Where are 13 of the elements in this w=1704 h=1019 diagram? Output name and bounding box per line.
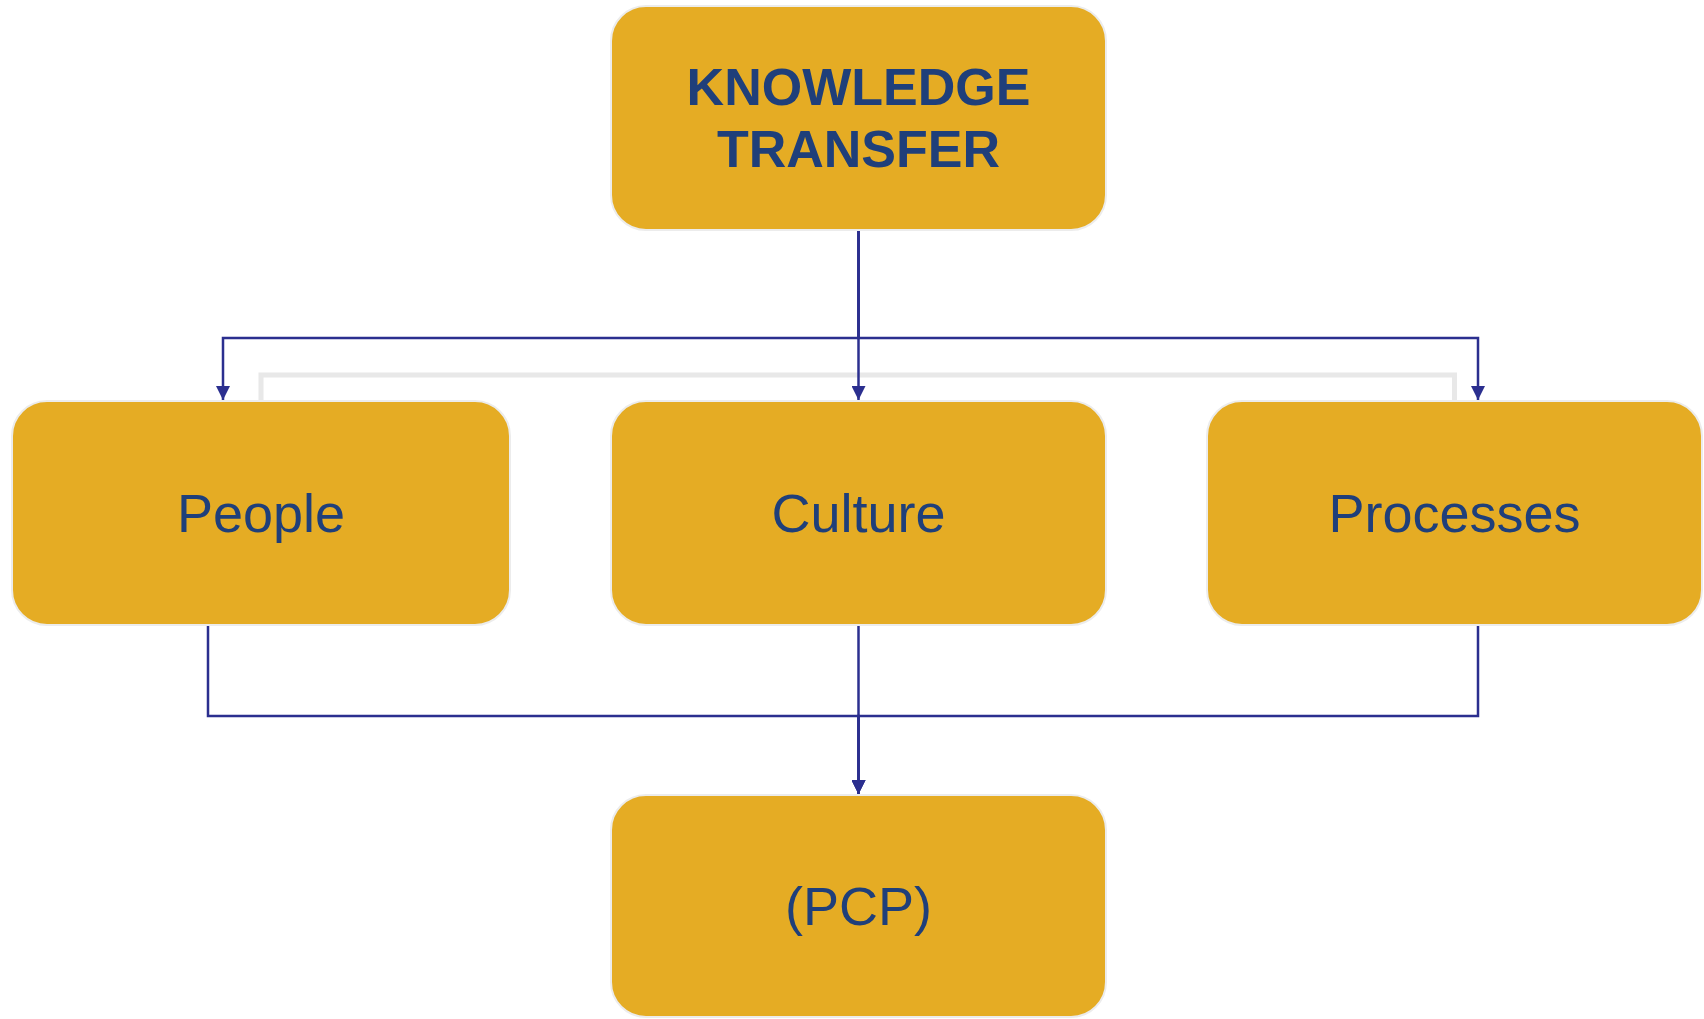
- process-box: [1206, 400, 1703, 626]
- box-label: Processes: [1328, 482, 1581, 544]
- process-box: [610, 5, 1107, 231]
- process-box: [11, 400, 511, 626]
- process-box: [610, 400, 1107, 626]
- arrow: [216, 231, 860, 400]
- arrow: [206, 626, 866, 794]
- box-label: People: [176, 482, 346, 544]
- box-label: (PCP): [785, 875, 932, 937]
- box-label: KNOWLEDGE TRANSFER: [685, 56, 1032, 180]
- process-box: [610, 794, 1107, 1018]
- connector-line: [258, 372, 1457, 400]
- box-label: Culture: [771, 482, 946, 544]
